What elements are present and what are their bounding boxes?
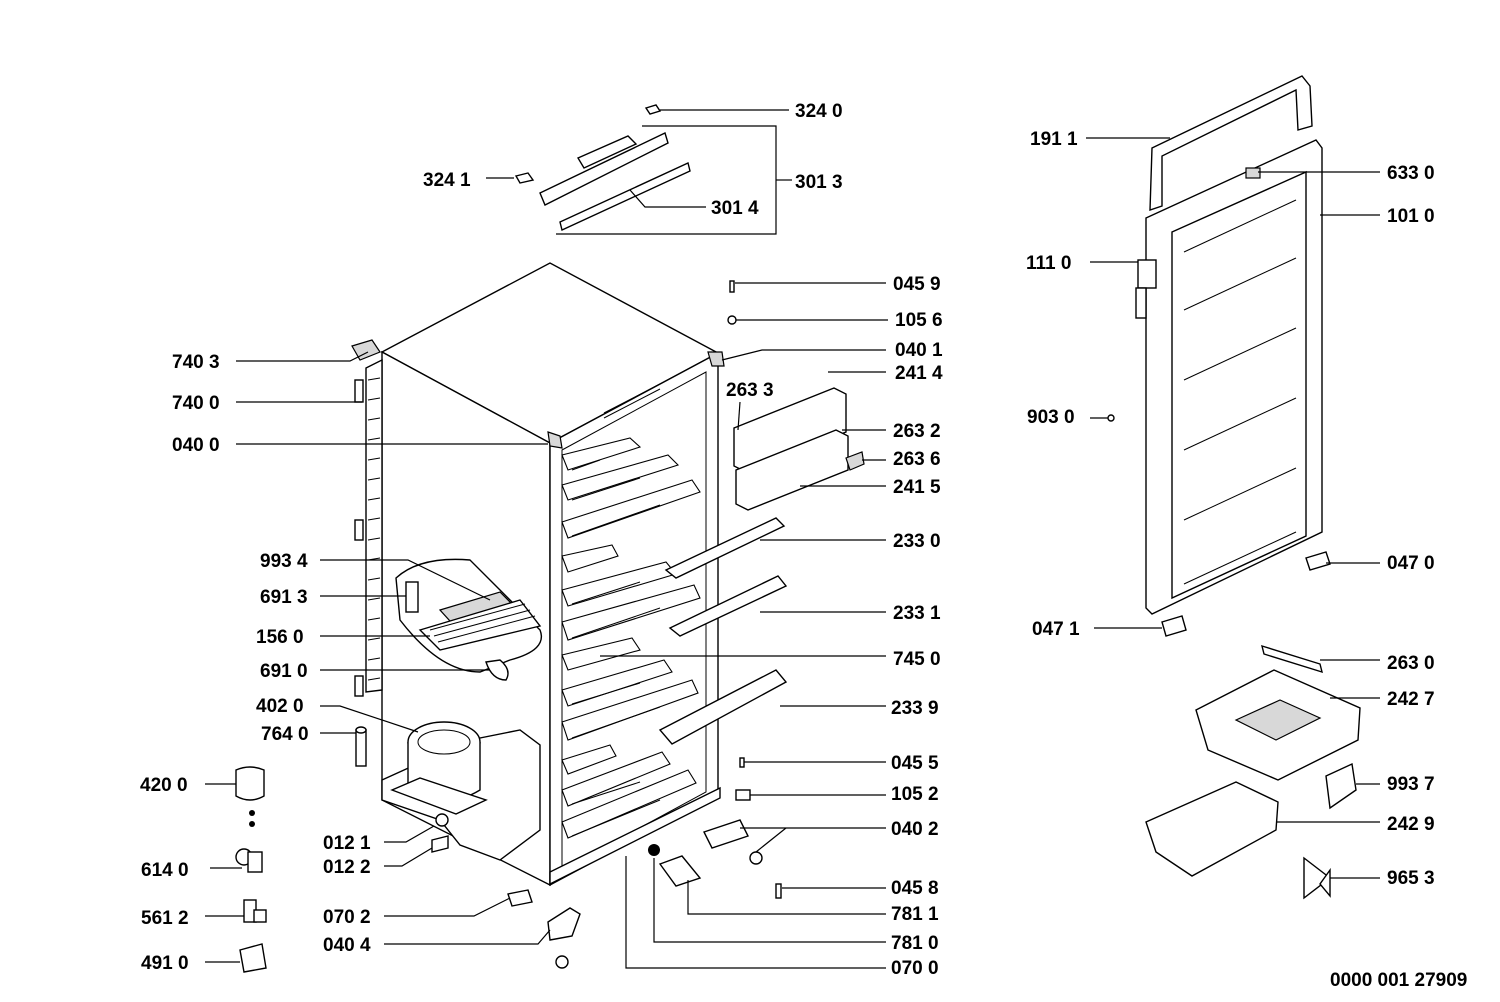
door-balconies [658, 387, 865, 745]
label-040-1: 040 1 [895, 340, 943, 361]
label-781-0: 781 0 [891, 933, 939, 954]
bottom-small-parts [507, 280, 782, 969]
evaporator-tray [395, 558, 542, 681]
label-047-0: 047 0 [1387, 553, 1435, 574]
label-233-1: 233 1 [893, 603, 941, 624]
label-045-8: 045 8 [891, 878, 939, 899]
label-614-0: 614 0 [141, 860, 189, 881]
door-assembly [1107, 75, 1331, 637]
label-324-1: 324 1 [423, 170, 471, 191]
condenser-coil [351, 339, 383, 697]
label-740-0: 740 0 [172, 393, 220, 414]
label-105-2: 105 2 [891, 784, 939, 805]
label-764-0: 764 0 [261, 724, 309, 745]
label-301-3: 301 3 [795, 172, 843, 193]
label-242-7: 242 7 [1387, 689, 1435, 710]
label-491-0: 491 0 [141, 953, 189, 974]
label-633-0: 633 0 [1387, 163, 1435, 184]
label-040-0: 040 0 [172, 435, 220, 456]
label-324-0: 324 0 [795, 101, 843, 122]
label-402-0: 402 0 [256, 696, 304, 717]
label-012-2: 012 2 [323, 857, 371, 878]
compressor-compartment [381, 721, 541, 861]
label-070-2: 070 2 [323, 907, 371, 928]
label-781-1: 781 1 [891, 904, 939, 925]
drawers [1145, 644, 1361, 900]
label-691-0: 691 0 [260, 661, 308, 682]
label-105-6: 105 6 [895, 310, 943, 331]
label-012-1: 012 1 [323, 833, 371, 854]
drawing-number: 0000 001 27909 [1330, 970, 1467, 991]
label-993-7: 993 7 [1387, 774, 1435, 795]
label-040-2: 040 2 [891, 819, 939, 840]
label-903-0: 903 0 [1027, 407, 1075, 428]
label-191-1: 191 1 [1030, 129, 1078, 150]
label-263-6: 263 6 [893, 449, 941, 470]
leader-lines [205, 137, 1380, 969]
label-301-4: 301 4 [711, 198, 759, 219]
label-233-9: 233 9 [891, 698, 939, 719]
label-241-4: 241 4 [895, 363, 943, 384]
label-047-1: 047 1 [1032, 619, 1080, 640]
label-156-0: 156 0 [256, 627, 304, 648]
wire-shelves [561, 437, 701, 839]
left-small-parts [235, 726, 449, 973]
label-993-4: 993 4 [260, 551, 308, 572]
label-740-3: 740 3 [172, 352, 220, 373]
label-242-9: 242 9 [1387, 814, 1435, 835]
label-420-0: 420 0 [140, 775, 188, 796]
label-965-3: 965 3 [1387, 868, 1435, 889]
label-040-4: 040 4 [323, 935, 371, 956]
label-111-0: 111 0 [1026, 253, 1071, 274]
label-561-2: 561 2 [141, 908, 189, 929]
label-070-0: 070 0 [891, 958, 939, 979]
label-045-9: 045 9 [893, 274, 941, 295]
label-691-3: 691 3 [260, 587, 308, 608]
label-263-0: 263 0 [1387, 653, 1435, 674]
label-045-5: 045 5 [891, 753, 939, 774]
label-233-0: 233 0 [893, 531, 941, 552]
top-cover-assembly [486, 104, 792, 235]
label-101-0: 101 0 [1387, 206, 1435, 227]
label-745-0: 745 0 [893, 649, 941, 670]
part-number-labels: 324 0 324 1 301 3 301 4 191 1 633 0 101 … [140, 101, 1467, 991]
label-263-2: 263 2 [893, 421, 941, 442]
label-263-3: 263 3 [726, 380, 774, 401]
label-241-5: 241 5 [893, 477, 941, 498]
